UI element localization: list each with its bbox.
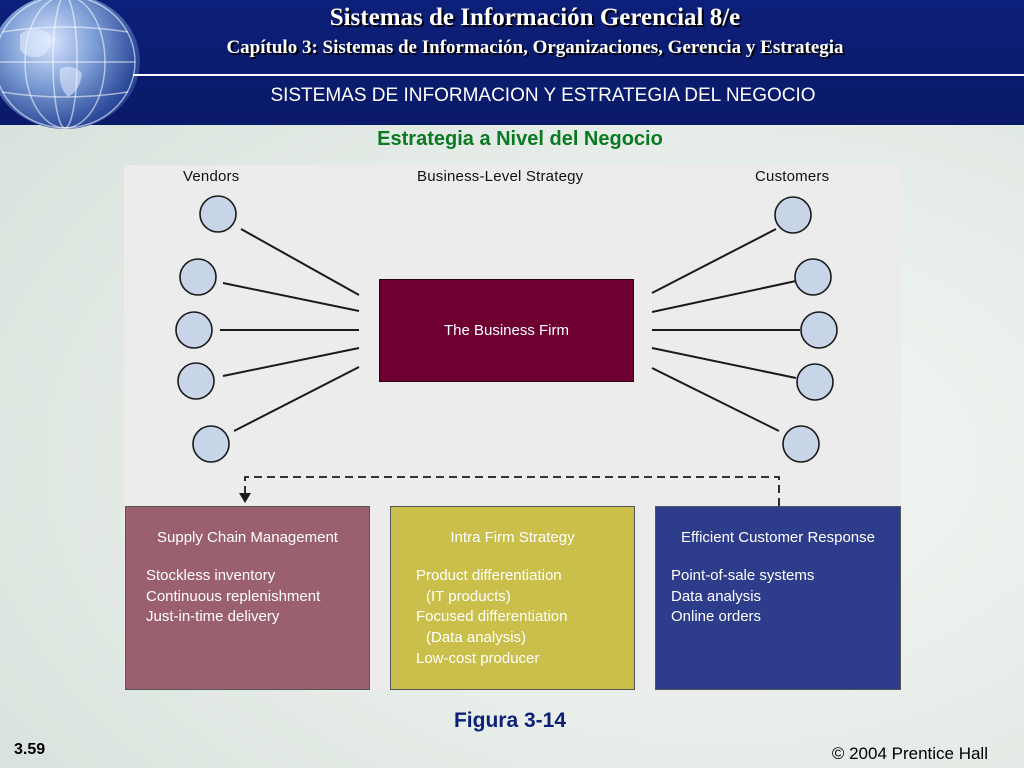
chapter-title: Capítulo 3: Sistemas de Información, Org… [226, 37, 844, 58]
presentation-title: Sistemas de Información Gerencial 8/e [329, 4, 741, 31]
panel-item: Low-cost producer [416, 649, 540, 667]
customer-node [774, 196, 812, 234]
vendor-link [233, 366, 360, 432]
customer-link [651, 228, 777, 294]
globe-logo-icon [0, 0, 140, 129]
customer-link [651, 347, 797, 379]
business-firm-box: The Business Firm [379, 279, 634, 382]
vendor-node [179, 258, 217, 296]
diagram-connectors [175, 195, 838, 506]
panel-item: Continuous replenishment [146, 587, 321, 605]
panel-item: Stockless inventory [146, 567, 276, 584]
customer-node [794, 258, 832, 296]
business-firm-label: The Business Firm [443, 322, 570, 339]
feedback-arrowhead [239, 493, 251, 503]
panel-item: Data analysis [671, 587, 762, 605]
panel-item: (IT products) [426, 587, 511, 605]
vendor-link [222, 282, 360, 312]
customer-node [800, 311, 838, 349]
slide-header: Sistemas de Información Gerencial 8/e Ca… [0, 0, 1024, 129]
vendors-label: Vendors [183, 168, 240, 185]
slide-number: 3.59 [14, 741, 46, 758]
customer-link [651, 280, 797, 313]
header-divider [133, 74, 1024, 76]
panel-item: Focused differentiation [416, 608, 568, 626]
feedback-dashed-line [244, 476, 780, 506]
panel-title: Efficient Customer Response [681, 529, 875, 546]
vendor-node [192, 425, 230, 463]
panel-item: (Data analysis) [426, 629, 527, 647]
panel-title: Intra Firm Strategy [450, 529, 575, 546]
business-strategy-diagram: Vendors Business-Level Strategy Customer… [124, 165, 901, 690]
slide-subtitle: Estrategia a Nivel del Negocio [377, 128, 663, 150]
customer-node [796, 363, 834, 401]
intra-firm-panel: Intra Firm Strategy Product differentiat… [390, 506, 635, 690]
panel-item: Product differentiation [416, 567, 562, 584]
panel-item: Just-in-time delivery [146, 608, 280, 626]
strategy-label: Business-Level Strategy [417, 168, 584, 185]
customers-label: Customers [755, 168, 830, 185]
customer-link [651, 367, 780, 432]
vendor-link [222, 347, 360, 377]
customer-node [782, 425, 820, 463]
vendor-node [175, 311, 213, 349]
section-title: SISTEMAS DE INFORMACION Y ESTRATEGIA DEL… [270, 85, 816, 106]
panel-item: Online orders [671, 608, 762, 626]
panel-title: Supply Chain Management [157, 529, 338, 546]
customer-response-panel: Efficient Customer Response Point-of-sal… [655, 506, 901, 690]
supply-chain-panel: Supply Chain Management Stockless invent… [125, 506, 370, 690]
vendor-link [240, 228, 360, 296]
vendor-node [199, 195, 237, 233]
vendor-node [177, 362, 215, 400]
copyright-notice: © 2004 Prentice Hall [831, 744, 988, 763]
panel-item: Point-of-sale systems [671, 567, 815, 584]
figure-caption: Figura 3-14 [453, 709, 567, 732]
